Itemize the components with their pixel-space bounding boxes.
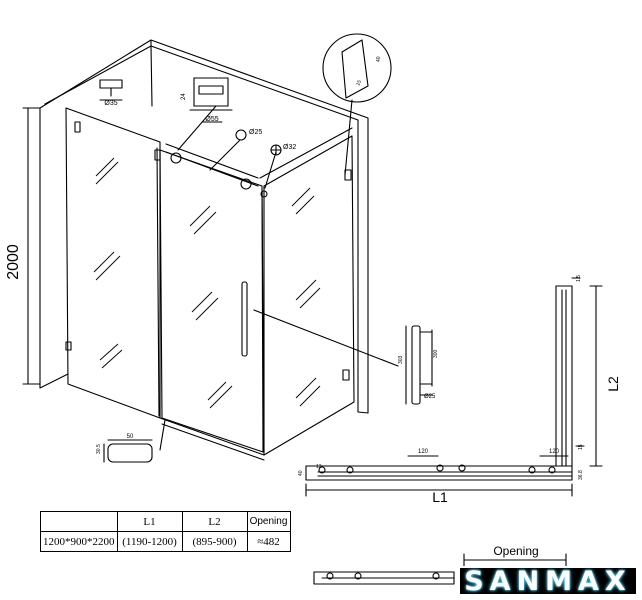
top-rail-side: [259, 127, 353, 179]
side-glass-panel: [263, 135, 355, 456]
dim-d15b: 15: [578, 444, 584, 450]
detail-25: [235, 129, 247, 141]
dim-h305: 30.5: [96, 444, 102, 454]
brand-name: SANMAX: [464, 565, 632, 597]
leader-roller: [177, 105, 217, 151]
header-cell-l2: L2: [181, 511, 248, 532]
row-cell-l2: (895-900): [181, 531, 248, 552]
dim-d35: Ø35: [104, 100, 117, 107]
header-cell-opening: Opening: [246, 511, 291, 532]
side-elevation-profile: [555, 285, 573, 467]
clip-door-top: [154, 149, 161, 161]
header-cell-l1: L1: [116, 511, 183, 532]
roller-left: [170, 152, 182, 164]
bottom-track-lower: [161, 423, 265, 461]
dim-d13: 13: [316, 464, 322, 470]
spec-table: L1 L2 Opening 1200*900*2200 (1190-1200) …: [40, 511, 291, 552]
row-cell-l1: (1190-1200): [116, 531, 183, 552]
handle-leader: [253, 309, 399, 367]
clip-callout-leader: [344, 99, 353, 176]
dim-d55: Ø55: [205, 116, 218, 123]
dim-d15: 15: [355, 79, 363, 87]
left-wall-edge: [39, 107, 69, 389]
plan-view-track: [305, 465, 573, 481]
brand-logo: SANMAX: [458, 566, 638, 596]
dim-d25-handle: Ø25: [424, 394, 436, 400]
spec-table-header: L1 L2 Opening: [40, 511, 291, 532]
wall-bracket-detail: [99, 79, 123, 89]
dim-h24: 24: [181, 93, 187, 100]
roller-detail-inner: [198, 85, 224, 95]
clip-top-left: [74, 121, 81, 133]
back-wall-inner: [44, 45, 359, 413]
dim-h40b: 40: [298, 470, 304, 476]
header-cell-blank: [40, 511, 118, 532]
wall-corner-vertical: [150, 45, 153, 107]
opening-label: Opening: [493, 544, 538, 558]
dim-d368: 36.8: [578, 470, 584, 480]
clip-callout-circle: [322, 33, 392, 103]
wall-base: [357, 411, 369, 414]
dim-w120b: 120: [549, 449, 560, 455]
clip-side-top: [344, 169, 352, 181]
handle-detail: [411, 325, 421, 405]
door-edge: [156, 147, 160, 417]
floor-profile-leader: [159, 419, 166, 451]
back-wall-outline: [39, 39, 369, 414]
clip-side-bottom: [342, 369, 350, 381]
dim-d15c: 1.5: [576, 275, 582, 282]
bottom-track: [159, 417, 265, 456]
dim-d32: Ø32: [283, 144, 296, 151]
row-cell-size: 1200*900*2200: [40, 531, 118, 552]
clip-callout-glass: [341, 39, 369, 99]
height-dimension-label: 2000: [5, 244, 22, 280]
dim-w120a: 120: [418, 449, 429, 455]
clip-bottom-left: [65, 341, 72, 351]
l1-label: L1: [432, 489, 448, 505]
roller-detail: [193, 77, 229, 107]
leader-32: [264, 151, 277, 189]
roller-end: [260, 190, 268, 198]
floor-profile-detail: [107, 443, 153, 463]
row-cell-opening: ≈482: [246, 531, 291, 552]
dim-h40: 40: [376, 56, 382, 62]
dim-h303: 303: [398, 355, 404, 364]
sliding-door-panel: [159, 149, 264, 453]
l2-label: L2: [605, 376, 621, 392]
glass-reflections: [93, 157, 321, 409]
top-rail: [165, 143, 259, 179]
side-panel-edge: [261, 189, 265, 453]
top-rail-lower: [165, 151, 259, 187]
dim-w50: 50: [127, 434, 134, 440]
door-handle: [241, 281, 248, 357]
table-row: 1200*900*2200 (1190-1200) (895-900) ≈482: [40, 531, 291, 552]
dim-d25: Ø25: [249, 129, 262, 136]
leader-25: [209, 139, 241, 171]
dim-h300: 300: [433, 349, 439, 358]
roller-right: [240, 178, 252, 190]
